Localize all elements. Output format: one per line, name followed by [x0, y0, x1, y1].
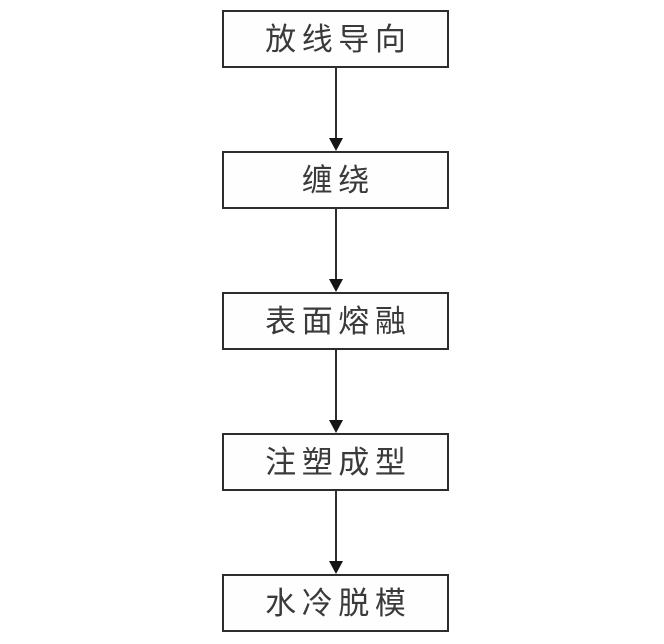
- arrow-head: [328, 279, 343, 292]
- down-arrow-icon: [222, 68, 449, 151]
- flow-node-label: 表面熔融: [265, 303, 412, 339]
- flow-node-fangxian-daoxiang: 放线导向: [222, 10, 449, 68]
- down-arrow-icon: [222, 491, 449, 574]
- flow-node-label: 缠绕: [301, 162, 375, 198]
- arrow-shaft: [334, 68, 337, 140]
- arrow-head: [328, 561, 343, 574]
- flow-node-zhusu-chengxing: 注塑成型: [222, 433, 449, 491]
- arrow-shaft: [334, 350, 337, 422]
- down-arrow-icon: [222, 350, 449, 433]
- arrow-head: [328, 420, 343, 433]
- flow-node-shuileng-tuomo: 水冷脱模: [222, 574, 449, 632]
- arrow-head: [328, 138, 343, 151]
- flow-node-biaomian-rongrong: 表面熔融: [222, 292, 449, 350]
- flowchart: 放线导向 缠绕 表面熔融 注塑成型 水冷脱模: [222, 10, 449, 632]
- flow-node-chanrao: 缠绕: [222, 151, 449, 209]
- arrow-shaft: [334, 491, 337, 563]
- flow-node-label: 放线导向: [265, 21, 412, 57]
- flow-node-label: 水冷脱模: [265, 585, 412, 621]
- down-arrow-icon: [222, 209, 449, 292]
- flow-node-label: 注塑成型: [265, 444, 412, 480]
- arrow-shaft: [334, 209, 337, 281]
